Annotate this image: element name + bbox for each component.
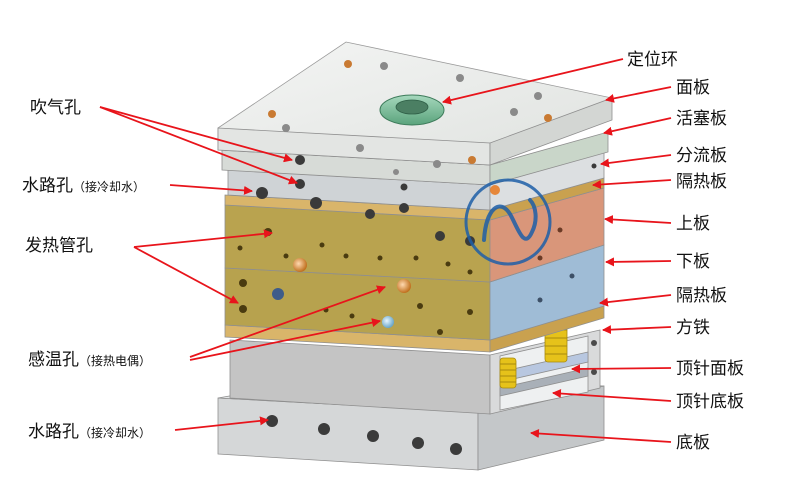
label-water-hole-top-main: 水路孔: [22, 176, 73, 196]
label-sensor-hole-main: 感温孔: [28, 350, 79, 370]
label-water-hole-top-note: （接冷却水）: [73, 179, 145, 194]
label-heater-hole: 发热管孔: [25, 236, 93, 256]
label-upper-plate: 上板: [676, 214, 710, 234]
label-insulation-plate-top: 隔热板: [676, 172, 727, 192]
label-insulation-plate-bottom: 隔热板: [676, 286, 727, 306]
face-plate-screws: [268, 60, 552, 175]
label-water-hole-bottom-main: 水路孔: [28, 422, 79, 442]
label-water-hole-bottom: 水路孔（接冷却水）: [28, 422, 151, 442]
lower-plate-shape: [224, 244, 605, 341]
locating-ring: [379, 94, 445, 126]
manifold-holes: [256, 163, 597, 246]
label-piston-plate: 活塞板: [676, 109, 727, 129]
label-blow-hole: 吹气孔: [30, 98, 81, 118]
label-lower-plate: 下板: [676, 252, 710, 272]
face-plate-shape: [217, 41, 614, 175]
label-base-plate: 底板: [676, 433, 710, 453]
label-water-hole-bottom-note: （接冷却水）: [79, 425, 151, 440]
left-labels: 吹气孔 水路孔（接冷却水） 发热管孔 感温孔（接热电偶） 水路孔（接冷却水）: [22, 98, 151, 442]
spring-left: [499, 357, 517, 389]
spacer-block-shape: [229, 321, 601, 415]
spacer-side-holes: [591, 340, 597, 375]
base-water-holes: [266, 415, 462, 455]
label-locating-ring: 定位环: [627, 50, 678, 70]
lower-plate-holes: [239, 273, 575, 335]
label-water-hole-top: 水路孔（接冷却水）: [22, 176, 145, 196]
brand-logo-icon: [464, 178, 552, 266]
label-sensor-hole: 感温孔（接热电偶）: [28, 350, 151, 370]
label-spacer-block: 方铁: [676, 318, 710, 338]
label-ejector-bottom-plate: 顶针底板: [676, 392, 744, 412]
right-arrows: [442, 58, 672, 443]
label-sensor-hole-note: （接热电偶）: [79, 353, 151, 368]
label-manifold-plate: 分流板: [676, 146, 727, 166]
right-labels: 定位环 面板 活塞板 分流板 隔热板 上板 下板 隔热板 方铁 顶针面板 顶针底…: [627, 50, 744, 453]
left-arrows: [99, 106, 386, 431]
mold-assembly: [217, 41, 614, 471]
label-ejector-retainer-plate: 顶针面板: [676, 359, 744, 379]
label-face-plate: 面板: [676, 78, 710, 98]
